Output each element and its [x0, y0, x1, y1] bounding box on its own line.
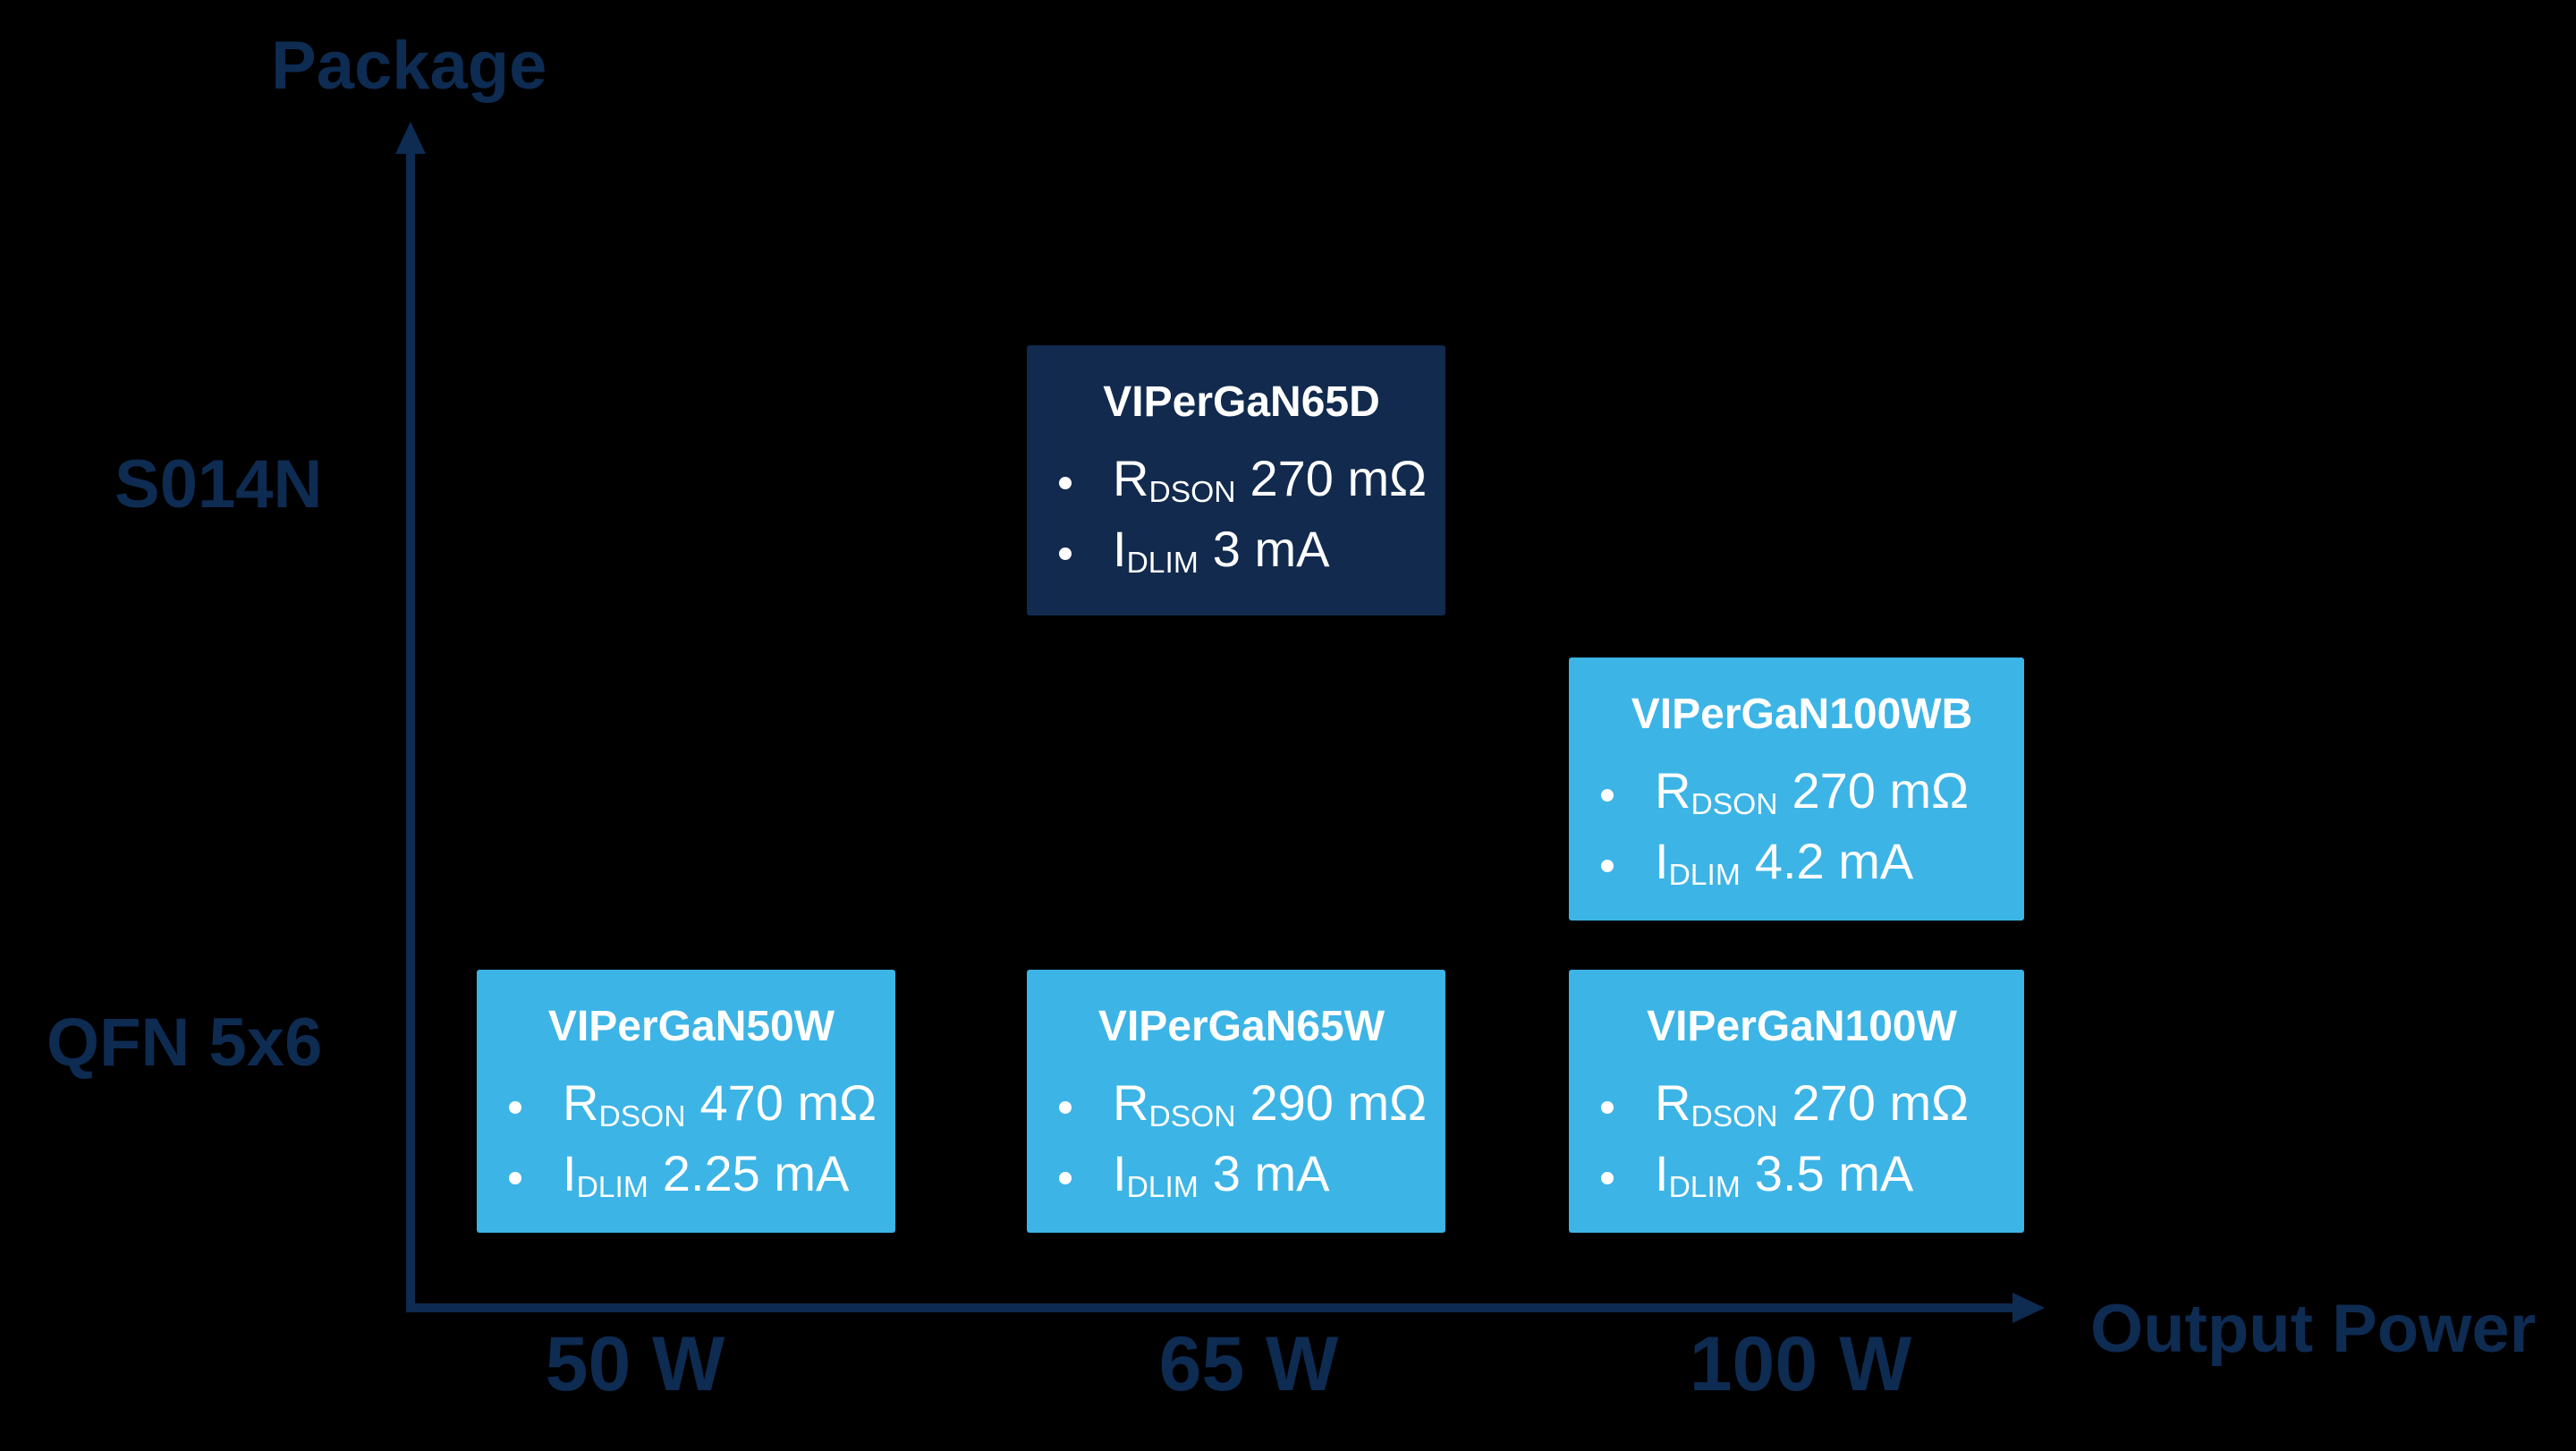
bullet-icon	[1601, 1171, 1614, 1184]
spec-value: 3 mA	[1212, 521, 1330, 577]
spec-subscript: DLIM	[1668, 859, 1741, 893]
spec-symbol: I	[1655, 1145, 1669, 1201]
spec-value: 470 mΩ	[699, 1074, 877, 1131]
bullet-icon	[1059, 476, 1072, 489]
spec-subscript: DSON	[1148, 476, 1236, 510]
spec-symbol: I	[1113, 1145, 1127, 1201]
x-tick-50w: 50 W	[545, 1321, 725, 1407]
spec-subscript: DSON	[1690, 1100, 1778, 1134]
spec-value: 2.25 mA	[662, 1145, 850, 1201]
spec-subscript: DLIM	[1668, 1171, 1741, 1205]
spec-symbol: R	[1655, 762, 1691, 819]
bullet-icon	[1059, 1100, 1072, 1114]
y-axis-line	[406, 148, 415, 1312]
bullet-icon	[1601, 1100, 1614, 1114]
product-name: VIPerGaN100WB	[1631, 691, 1973, 738]
spec-value: 270 mΩ	[1792, 762, 1969, 819]
spec-symbol: R	[1113, 450, 1149, 506]
x-tick-65w: 65 W	[1158, 1321, 1339, 1407]
bullet-icon	[1059, 1171, 1072, 1184]
spec-symbol: I	[563, 1145, 577, 1201]
bullet-icon	[1059, 547, 1072, 560]
bullet-icon	[509, 1171, 521, 1184]
spec-value: 3.5 mA	[1754, 1145, 1914, 1201]
spec-subscript: DLIM	[1126, 547, 1199, 581]
product-name: VIPerGaN100W	[1647, 1003, 1957, 1050]
spec-value: 270 mΩ	[1250, 450, 1427, 506]
y-axis-title: Package	[271, 28, 547, 104]
product-name: VIPerGaN65W	[1097, 1003, 1385, 1050]
product-name: VIPerGaN50W	[547, 1003, 835, 1050]
spec-value: 270 mΩ	[1792, 1074, 1969, 1131]
spec-value: 290 mΩ	[1250, 1074, 1427, 1131]
spec-subscript: DSON	[1148, 1100, 1236, 1134]
y-axis-arrowhead-icon	[395, 122, 426, 154]
spec-symbol: R	[1113, 1074, 1149, 1131]
spec-symbol: I	[1113, 521, 1127, 577]
spec-symbol: R	[563, 1074, 599, 1131]
x-axis-line	[406, 1303, 2014, 1312]
product-name: VIPerGaN65D	[1103, 378, 1380, 426]
x-axis-title: Output Power	[2090, 1291, 2537, 1367]
spec-symbol: I	[1655, 833, 1669, 889]
spec-subscript: DLIM	[576, 1171, 648, 1205]
spec-subscript: DSON	[598, 1100, 686, 1134]
spec-value: 3 mA	[1212, 1145, 1330, 1201]
spec-value: 4.2 mA	[1754, 833, 1914, 889]
y-tick-qfn5x6: QFN 5x6	[47, 1005, 323, 1081]
x-axis-arrowhead-icon	[2012, 1293, 2045, 1323]
spec-subscript: DSON	[1690, 788, 1778, 822]
spec-symbol: R	[1655, 1074, 1691, 1131]
bullet-icon	[1601, 788, 1614, 802]
spec-subscript: DLIM	[1126, 1171, 1199, 1205]
x-tick-100w: 100 W	[1689, 1321, 1912, 1407]
bullet-icon	[509, 1100, 521, 1114]
y-tick-s014n: S014N	[114, 446, 323, 522]
bullet-icon	[1601, 859, 1614, 872]
